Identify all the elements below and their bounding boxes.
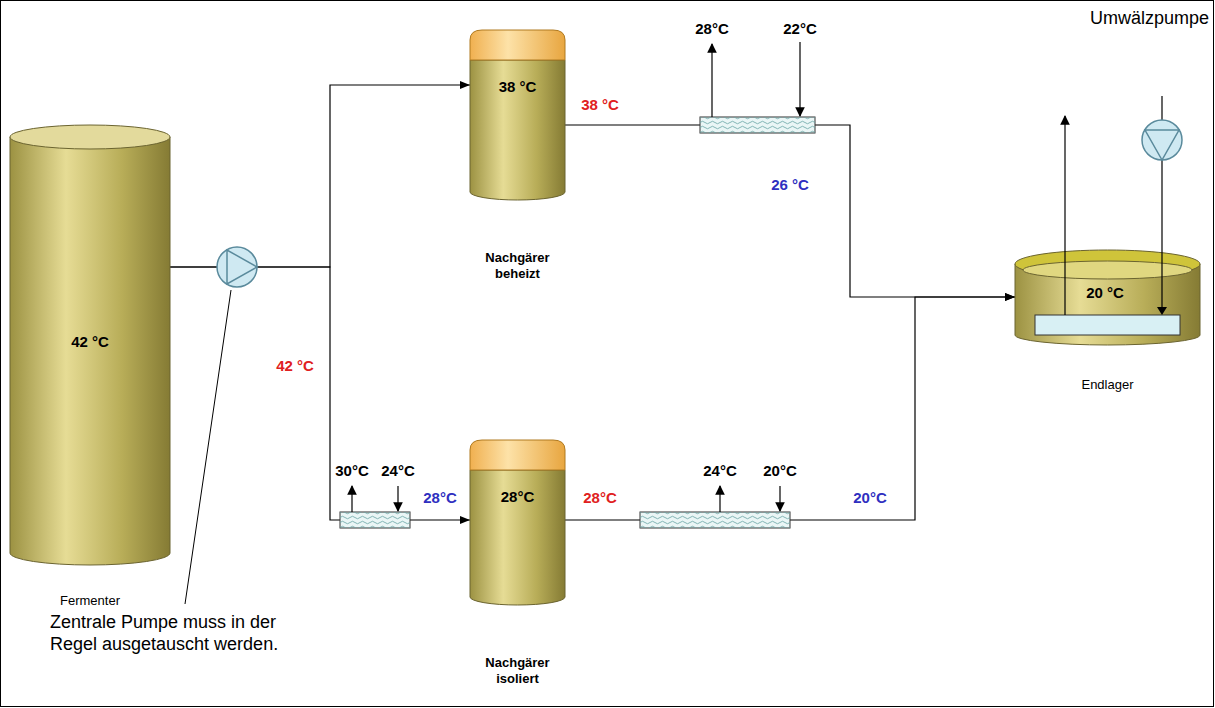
tank-name: Fermenter xyxy=(10,593,170,609)
arrowhead xyxy=(1005,293,1015,301)
tank-name: Nachgärer isoliert xyxy=(470,655,565,686)
temperature-label: 20°C xyxy=(763,462,797,480)
heat-exchanger xyxy=(640,512,790,528)
temperature-label: 24°C xyxy=(381,462,415,480)
temperature-label: 30°C xyxy=(335,462,369,480)
note-text: Zentrale Pumpe muss in der Regel ausgeta… xyxy=(50,612,308,655)
arrowhead xyxy=(460,516,470,524)
pump-symbol xyxy=(217,247,257,287)
leader-line xyxy=(185,290,231,604)
temperature-label: 42 °C xyxy=(276,357,314,375)
pipe-line xyxy=(565,125,1015,297)
temperature-label: 28°C xyxy=(695,20,729,38)
pipe-connector xyxy=(565,125,1015,301)
component-label: Umwälzpumpe xyxy=(1090,8,1209,30)
temperature-label: 38 °C xyxy=(581,96,619,114)
temperature-label: 26 °C xyxy=(771,176,809,194)
temperature-value: 20 °C xyxy=(1086,284,1124,302)
temperature-value: 42 °C xyxy=(10,333,170,351)
temperature-label: 28°C xyxy=(423,489,457,507)
tank-shape xyxy=(470,30,565,200)
temperature-value: 38 °C xyxy=(470,78,565,96)
pipe-connector xyxy=(170,81,470,267)
heat-exchanger xyxy=(700,117,815,133)
arrowhead xyxy=(460,81,470,89)
tank: 38 °CNachgärer beheizt xyxy=(470,30,565,200)
pipe-line xyxy=(170,267,470,520)
tank-name: Endlager xyxy=(1015,377,1200,393)
heat-exchanger xyxy=(340,512,410,528)
pump-symbol xyxy=(1142,120,1182,160)
temperature-label: 24°C xyxy=(703,462,737,480)
temperature-label: 22°C xyxy=(783,20,817,38)
tank-shape xyxy=(470,440,565,605)
pipe-connector xyxy=(170,267,470,524)
tank: 20 °CEndlager xyxy=(1015,250,1200,345)
temperature-label: 20°C xyxy=(853,489,887,507)
tank-name: Nachgärer beheizt xyxy=(470,250,565,281)
tank: 42 °CFermenter xyxy=(10,125,170,565)
temperature-value: 28°C xyxy=(470,488,565,506)
temperature-label: 28°C xyxy=(583,489,617,507)
pipe-connector xyxy=(565,293,1015,520)
tank: 28°CNachgärer isoliert xyxy=(470,440,565,605)
pipe-line xyxy=(565,297,1015,520)
arrowhead xyxy=(1005,293,1015,301)
pipe-line xyxy=(170,85,470,267)
